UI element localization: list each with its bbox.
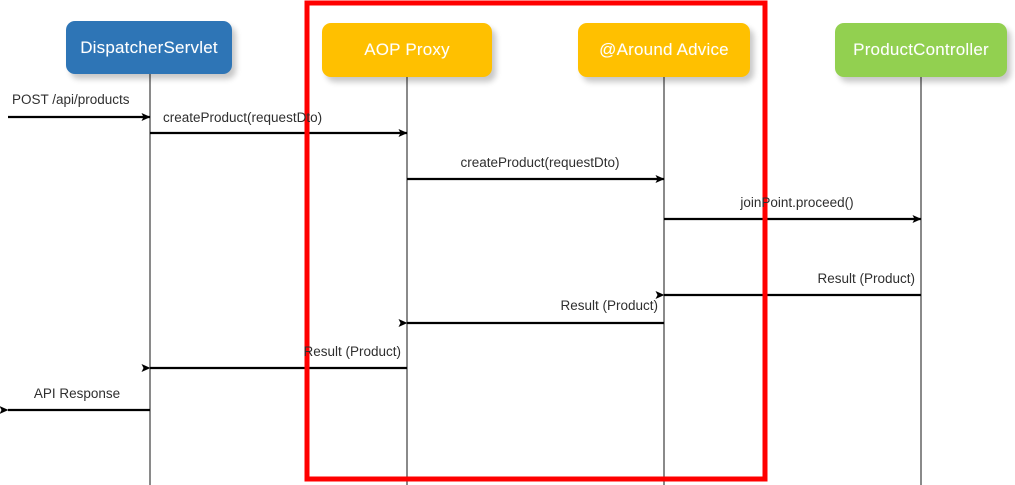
participant-label: DispatcherServlet bbox=[80, 37, 218, 57]
label-msg-result-product-to-proxy: Result (Product) bbox=[560, 298, 658, 313]
label-msg-joinpoint-proceed: joinPoint.proceed() bbox=[740, 195, 854, 210]
label-msg-create-product-proxy: createProduct(requestDto) bbox=[163, 110, 323, 125]
participant-label: @Around Advice bbox=[599, 40, 729, 59]
label-msg-result-product-to-advice: Result (Product) bbox=[817, 271, 915, 286]
participant-dispatcher-servlet[interactable]: DispatcherServlet bbox=[66, 21, 232, 74]
participant-label: AOP Proxy bbox=[364, 40, 450, 59]
participant-product-controller[interactable]: ProductController bbox=[835, 23, 1007, 77]
aop-highlight-region bbox=[304, 0, 768, 482]
label-msg-create-product-advice: createProduct(requestDto) bbox=[460, 155, 620, 170]
participant-aop-proxy[interactable]: AOP Proxy bbox=[322, 23, 492, 77]
label-msg-result-product-to-dispatcher: Result (Product) bbox=[303, 344, 401, 359]
label-msg-api-response: API Response bbox=[33, 386, 121, 401]
highlight-region-group bbox=[304, 0, 768, 482]
participant-around-advice[interactable]: @Around Advice bbox=[578, 23, 750, 77]
lifelines-group bbox=[149, 74, 922, 485]
message-arrows-group bbox=[0, 113, 922, 414]
label-msg-post-api-products: POST /api/products bbox=[12, 92, 130, 107]
participant-label: ProductController bbox=[853, 40, 989, 59]
